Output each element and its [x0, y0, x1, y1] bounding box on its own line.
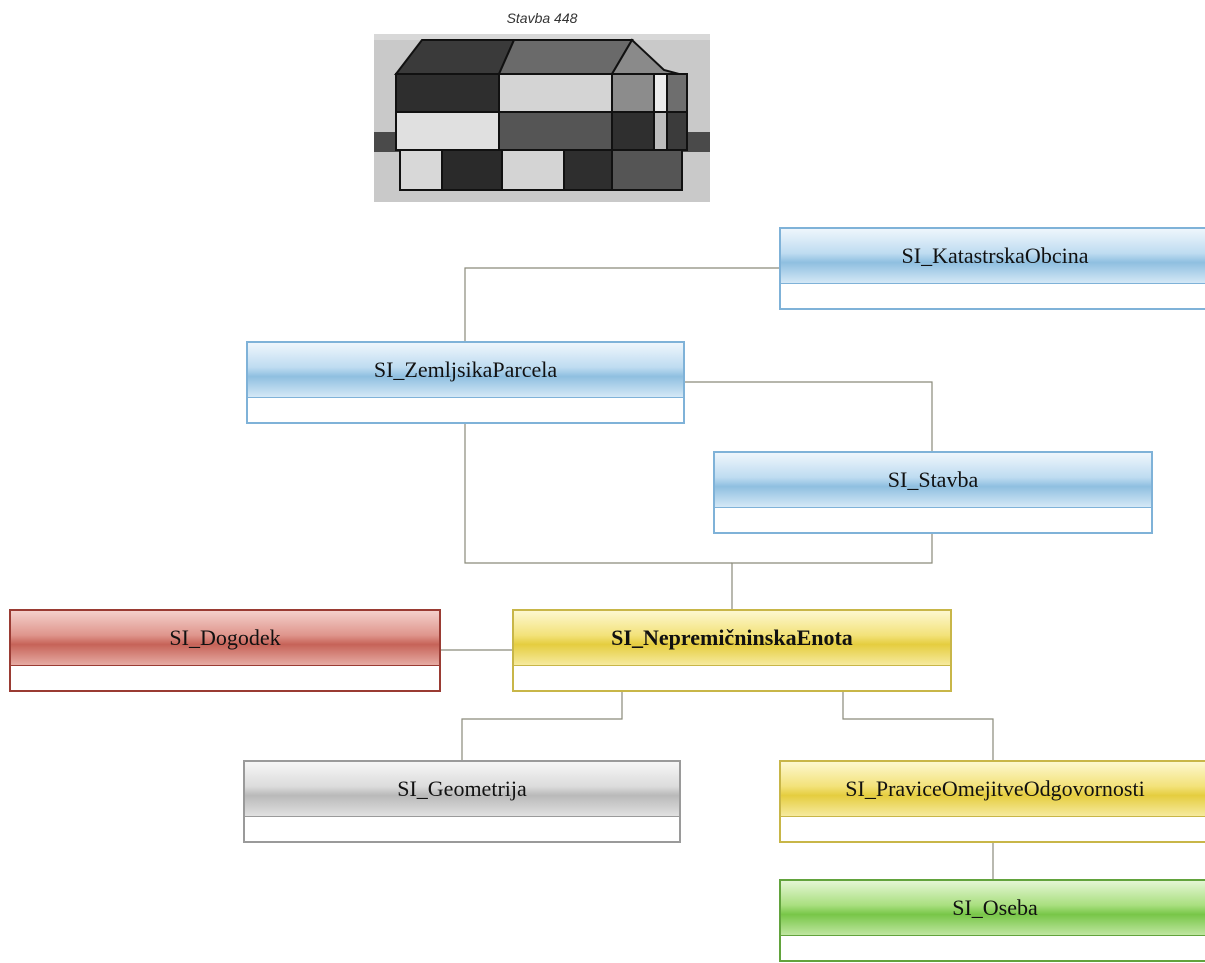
- class-name: SI_Dogodek: [11, 611, 439, 665]
- class-name: SI_Geometrija: [245, 762, 679, 816]
- connector-enota-pravice: [842, 692, 994, 760]
- class-si-geometrija: SI_Geometrija: [243, 760, 681, 843]
- class-attributes: [245, 816, 679, 844]
- class-name: SI_Oseba: [781, 881, 1205, 935]
- class-name: SI_PraviceOmejitveOdgovornosti: [781, 762, 1205, 816]
- class-attributes: [715, 507, 1151, 535]
- class-attributes: [248, 397, 683, 425]
- class-si-zemljiska-parcela: SI_ZemljsikaParcela: [246, 341, 685, 424]
- class-attributes: [514, 665, 950, 693]
- class-si-oseba: SI_Oseba: [779, 879, 1205, 962]
- connector-stavba-enota: [731, 533, 933, 609]
- class-si-dogodek: SI_Dogodek: [9, 609, 441, 692]
- connector-obcina-parcela: [464, 267, 779, 341]
- class-name: SI_Stavba: [715, 453, 1151, 507]
- class-attributes: [781, 935, 1205, 963]
- connector-enota-geometrija: [461, 692, 623, 760]
- building-caption: Stavba 448: [506, 10, 578, 26]
- class-attributes: [11, 665, 439, 693]
- class-si-nepremicninska-enota: SI_NepremičninskaEnota: [512, 609, 952, 692]
- class-si-stavba: SI_Stavba: [713, 451, 1153, 534]
- connector-parcela-enota: [464, 423, 732, 564]
- class-si-katastrska-obcina: SI_KatastrskaObcina: [779, 227, 1205, 310]
- building-3d-image: [374, 34, 710, 202]
- class-si-pravice-omejitve-odgovornosti: SI_PraviceOmejitveOdgovornosti: [779, 760, 1205, 843]
- class-attributes: [781, 283, 1205, 311]
- class-name: SI_ZemljsikaParcela: [248, 343, 683, 397]
- class-name: SI_KatastrskaObcina: [781, 229, 1205, 283]
- class-attributes: [781, 816, 1205, 844]
- class-name: SI_NepremičninskaEnota: [514, 611, 950, 665]
- connector-parcela-stavba: [685, 381, 933, 451]
